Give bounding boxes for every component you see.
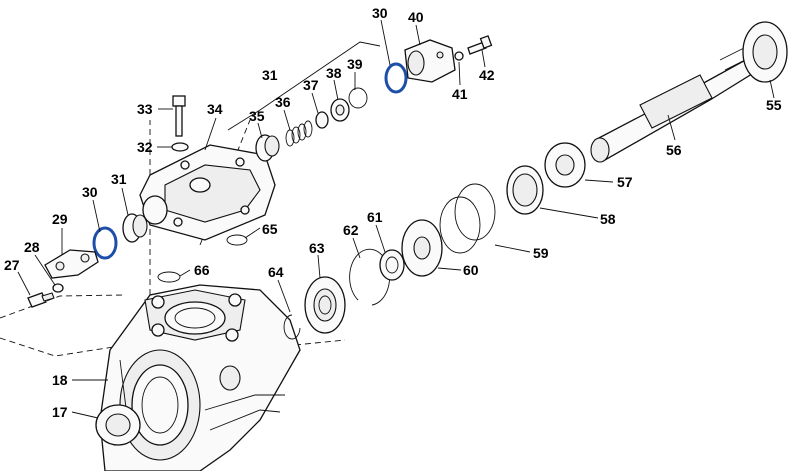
circlip-62: [349, 248, 391, 306]
top-cover: [139, 144, 276, 241]
callout-56: 56: [666, 142, 682, 158]
callout-30-right: 30: [372, 5, 388, 21]
callout-18: 18: [52, 372, 68, 388]
bearing-63: [304, 276, 346, 334]
o-ring-right: [384, 62, 408, 94]
callout-35: 35: [249, 108, 265, 124]
bearing-38: [330, 98, 350, 122]
callout-42: 42: [479, 67, 495, 83]
callout-28: 28: [24, 239, 40, 255]
flange-ring: [95, 404, 141, 446]
end-cap-left: [44, 249, 99, 279]
end-cap-right: [404, 39, 456, 83]
callout-27: 27: [4, 257, 20, 273]
gearbox-housing: [99, 284, 301, 471]
callout-29: 29: [52, 211, 68, 227]
callout-40: 40: [408, 9, 424, 25]
o-ring-66: [157, 271, 181, 283]
callout-33: 33: [137, 101, 153, 117]
o-ring-left: [92, 226, 118, 260]
spacer-61: [379, 249, 405, 281]
washer-28: [52, 283, 64, 293]
callout-36: 36: [275, 94, 291, 110]
callout-63: 63: [309, 240, 325, 256]
callout-59: 59: [533, 245, 549, 261]
callout-37: 37: [303, 77, 319, 93]
o-ring-65: [226, 234, 248, 246]
leader-lines: [17, 19, 775, 419]
ring-59: [439, 183, 496, 254]
callout-41: 41: [452, 86, 468, 102]
callout-62: 62: [343, 222, 359, 238]
callout-60: 60: [463, 262, 479, 278]
callout-65: 65: [262, 221, 278, 237]
callout-55: 55: [766, 97, 782, 113]
ring-37: [315, 111, 329, 129]
gear-left: [122, 213, 148, 243]
callout-58: 58: [600, 211, 616, 227]
shaft-56: [590, 39, 769, 163]
callout-64: 64: [268, 264, 284, 280]
callout-30-left: 30: [82, 184, 98, 200]
callout-31-left: 31: [111, 171, 127, 187]
bearing-55: [742, 21, 788, 83]
washer-60: [401, 219, 443, 277]
washer-57: [544, 142, 586, 188]
screw-27: [27, 292, 55, 308]
gear-35: [255, 134, 280, 162]
callout-61: 61: [367, 209, 383, 225]
callout-17: 17: [52, 404, 68, 420]
screw-42: [467, 35, 493, 55]
callout-38: 38: [326, 65, 342, 81]
callout-labels: 27 28 29 30 31 32 33 34 35 36 37 38 39 3…: [4, 5, 782, 420]
spring-36: [285, 120, 313, 147]
washer-32: [171, 142, 189, 152]
callout-31-right: 31: [262, 67, 278, 83]
callout-39: 39: [347, 56, 363, 72]
circlip-64: [283, 314, 301, 340]
ring-39: [348, 87, 368, 109]
callout-66: 66: [194, 262, 210, 278]
bolt-33: [172, 95, 186, 137]
callout-57: 57: [617, 174, 633, 190]
callout-34: 34: [207, 101, 223, 117]
washer-41: [454, 51, 464, 61]
callout-32: 32: [137, 139, 153, 155]
needle-bearing-58: [506, 165, 544, 215]
